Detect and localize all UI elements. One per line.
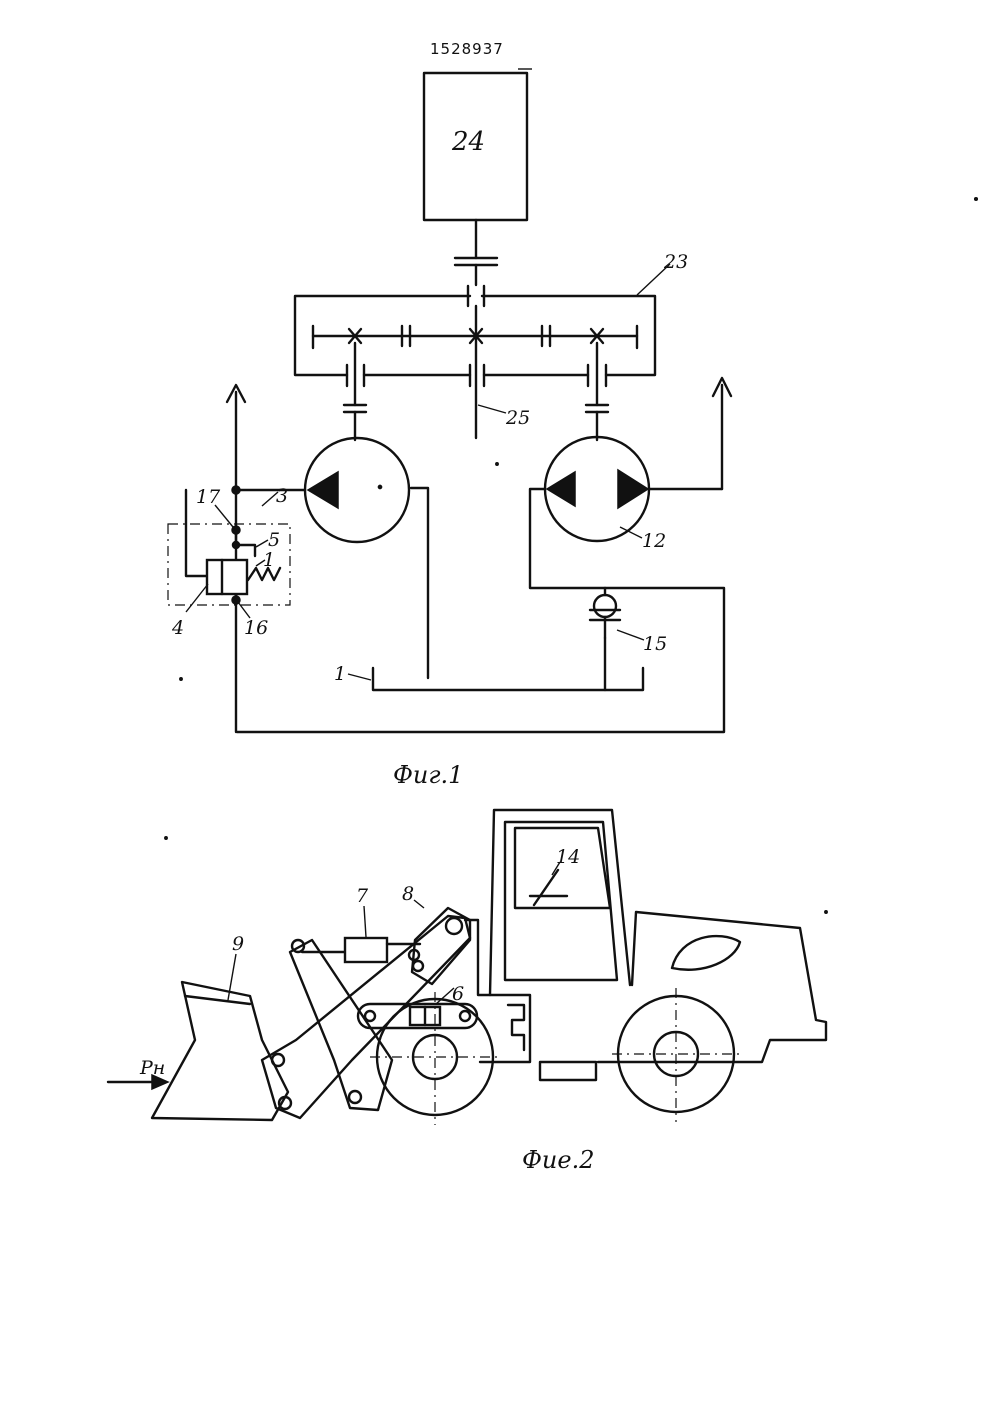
label-3: 3: [276, 485, 288, 507]
gearbox-housing: 23: [293, 251, 688, 377]
patent-number: 1528937: [430, 40, 504, 58]
label-5: 5: [268, 529, 280, 551]
label-25: 25: [505, 407, 530, 429]
input-shaft: [453, 218, 499, 287]
tank-1: 1: [334, 636, 645, 692]
label-24: 24: [451, 127, 485, 157]
label-12: 12: [642, 530, 666, 552]
cylinder-6: 6: [356, 983, 479, 1030]
engine-block: 24: [422, 71, 529, 222]
figure-2-caption: Фие.2: [522, 1146, 594, 1174]
label-17: 17: [196, 486, 221, 508]
bucket-9: 9: [150, 933, 290, 1122]
left-pump: [303, 436, 430, 680]
label-7: 7: [356, 885, 369, 907]
check-valve-15: 15: [235, 487, 726, 734]
force-arrow: Рн: [106, 1057, 170, 1091]
gear-train: 25: [311, 304, 639, 442]
force-label: Рн: [139, 1057, 165, 1079]
figure-1-hydraulic-scheme: 24 23: [167, 71, 733, 789]
engine-hood: [596, 910, 828, 1064]
label-1: 1: [334, 663, 346, 685]
front-frame: [463, 918, 598, 1082]
cabin: 14: [488, 808, 632, 997]
label-6: 6: [452, 983, 464, 1005]
label-23: 23: [663, 251, 688, 273]
label-16: 16: [244, 617, 268, 639]
label-8: 8: [402, 883, 414, 905]
bellcrank-8: 8: [402, 883, 472, 986]
label-4: 4: [171, 617, 184, 639]
front-wheel: [370, 992, 500, 1125]
label-15: 15: [643, 633, 667, 655]
rear-wheel: [612, 988, 742, 1122]
figure-2-loader: 9 Рн 7: [106, 808, 828, 1174]
right-pump-12: 12: [543, 376, 733, 552]
figure-1-caption: Фиг.1: [393, 761, 463, 789]
valve-assembly-3: 3 17 5 1 4 16: [167, 485, 291, 639]
label-9: 9: [232, 933, 244, 955]
cylinder-7: 7: [300, 885, 422, 964]
label-14: 14: [556, 846, 580, 868]
label-1-valve: 1: [263, 549, 275, 571]
